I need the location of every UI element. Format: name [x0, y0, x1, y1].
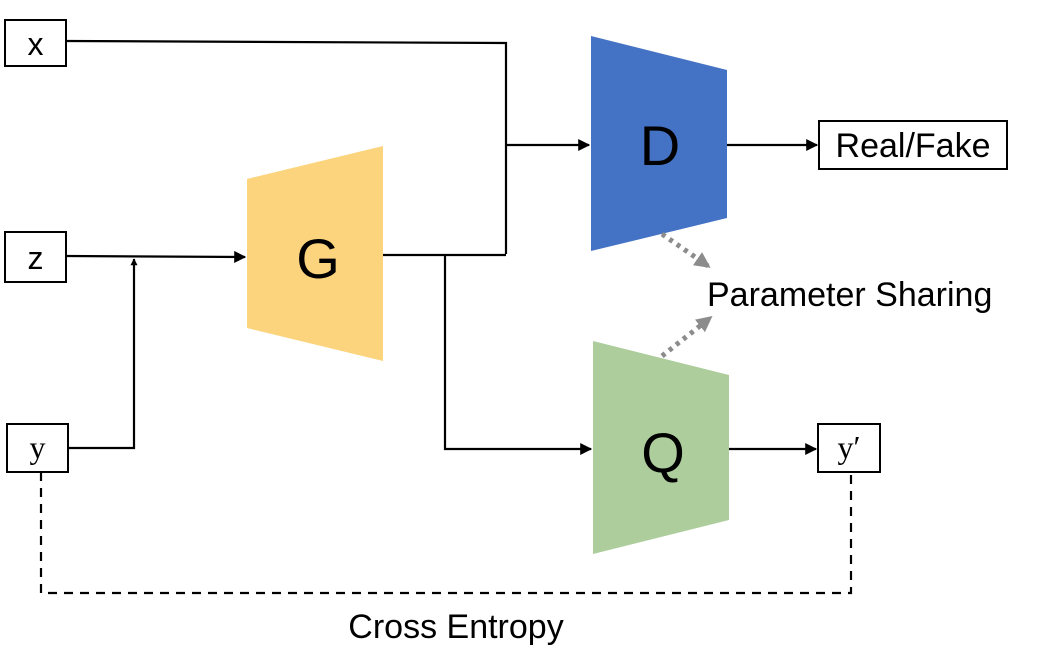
g-to-q-arrow	[443, 255, 593, 455]
z-to-g-arrow	[65, 250, 247, 263]
generator-label: G	[296, 227, 340, 290]
discriminator-label: D	[640, 114, 680, 177]
input-x-box: x	[4, 19, 67, 67]
discriminator-block: D	[591, 36, 727, 251]
real-fake-label: Real/Fake	[836, 127, 991, 165]
sharing-arrow-from-q	[660, 316, 713, 358]
real-fake-output-box: Real/Fake	[818, 120, 1008, 170]
parameter-sharing-label: Parameter Sharing	[707, 276, 992, 314]
cross-entropy-label: Cross Entropy	[348, 608, 563, 646]
y-to-z-arrow	[68, 258, 138, 450]
generator-block: G	[247, 146, 383, 361]
input-x-label: x	[28, 26, 44, 62]
input-y-label: y	[30, 429, 46, 465]
cross-entropy-dashed-line	[39, 472, 853, 595]
y-prime-output-box: y′	[817, 423, 881, 473]
q-network-block: Q	[593, 341, 729, 554]
y-prime-label: y′	[838, 429, 861, 465]
x-to-junction-line	[65, 39, 508, 254]
input-y-box: y	[6, 423, 69, 473]
q-network-label: Q	[641, 421, 685, 484]
input-z-label: z	[28, 240, 44, 276]
sharing-arrow-from-d	[660, 231, 711, 269]
input-z-box: z	[4, 231, 67, 283]
